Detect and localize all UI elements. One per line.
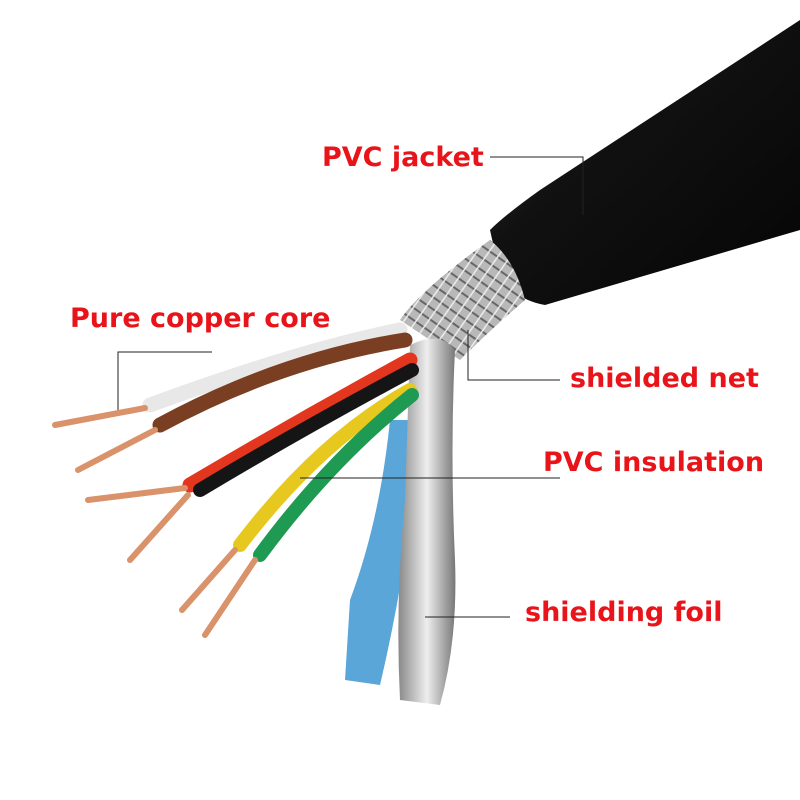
- label-pvc-jacket: PVC jacket: [322, 142, 484, 173]
- leader-copper: [117, 351, 212, 410]
- copper-cores: [52, 405, 258, 638]
- label-shielding-foil: shielding foil: [525, 597, 723, 628]
- leader-jacket: [490, 156, 584, 215]
- label-pvc-insulation: PVC insulation: [543, 447, 765, 478]
- leader-lines: [117, 156, 584, 618]
- pvc-jacket: [490, 20, 800, 305]
- label-pure-copper-core: Pure copper core: [70, 303, 331, 334]
- shielding-foil: [345, 338, 456, 705]
- insulated-wires: [142, 322, 419, 562]
- shielded-net: [400, 240, 525, 360]
- label-shielded-net: shielded net: [570, 363, 759, 394]
- leader-net: [467, 330, 560, 381]
